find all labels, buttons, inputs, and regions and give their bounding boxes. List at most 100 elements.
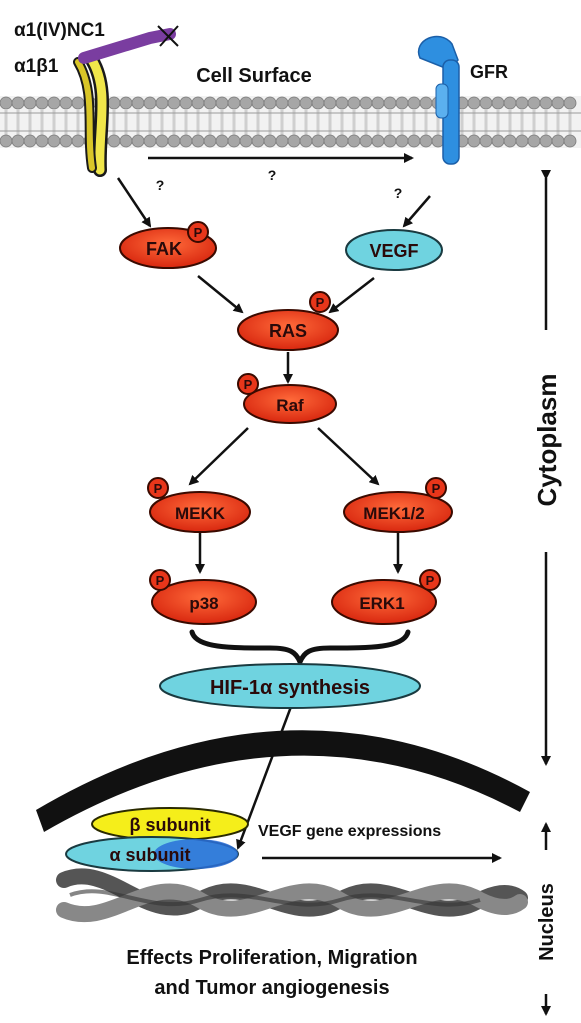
- lipid-head: [467, 96, 481, 110]
- svg-text:α subunit: α subunit: [109, 845, 190, 865]
- lipid-tail: [484, 109, 488, 135]
- node-raf: Raf P: [237, 373, 337, 424]
- lipid-head: [515, 96, 529, 110]
- lipid-head: [167, 96, 181, 110]
- lipid-head: [143, 134, 157, 148]
- phosphate-badge-icon: P: [425, 477, 447, 499]
- arrow-raf-to-mek12: [317, 427, 380, 486]
- lipid-head: [419, 96, 433, 110]
- node-p38: p38 P: [149, 569, 257, 625]
- svg-text:P: P: [244, 377, 253, 392]
- lipid-head: [527, 134, 541, 148]
- svg-text:P: P: [194, 225, 203, 240]
- lipid-head: [287, 134, 301, 148]
- lipid-tail: [460, 109, 464, 135]
- lipid-head: [359, 96, 373, 110]
- lipid-head: [71, 134, 85, 148]
- svg-text:P: P: [316, 295, 325, 310]
- lipid-head: [311, 134, 325, 148]
- lipid-head: [275, 96, 289, 110]
- svg-text:p38: p38: [189, 594, 218, 613]
- phosphate-badge-icon: P: [419, 569, 441, 591]
- lipid-tail: [472, 109, 476, 135]
- lipid-tail: [496, 109, 500, 135]
- phosphate-badge-icon: P: [187, 221, 209, 243]
- svg-text:P: P: [432, 481, 441, 496]
- lipid-tail: [268, 109, 272, 135]
- phosphate-badge-icon: P: [237, 373, 259, 395]
- lipid-tail: [508, 109, 512, 135]
- lipid-head: [299, 134, 313, 148]
- phosphate-badge-icon: P: [309, 291, 331, 313]
- lipid-head: [59, 134, 73, 148]
- svg-text:Raf: Raf: [276, 396, 304, 415]
- node-erk1: ERK1 P: [331, 569, 441, 625]
- lipid-tail: [256, 109, 260, 135]
- node-fak: FAK P: [119, 221, 217, 269]
- lipid-head: [563, 134, 577, 148]
- lipid-tail: [64, 109, 68, 135]
- lipid-head: [11, 134, 25, 148]
- lipid-tail: [388, 109, 392, 135]
- lipid-tail: [232, 109, 236, 135]
- lipid-tail: [136, 109, 140, 135]
- integrin-receptor-icon: [73, 53, 110, 177]
- phosphate-badge-icon: P: [149, 569, 171, 591]
- lipid-head: [467, 134, 481, 148]
- alpha-subunit: α subunit: [65, 836, 239, 872]
- arrow-vegf-to-ras: [328, 277, 375, 314]
- lipid-head: [527, 96, 541, 110]
- lipid-head: [119, 134, 133, 148]
- lipid-tail: [352, 109, 356, 135]
- lipid-head: [143, 96, 157, 110]
- svg-text:β subunit: β subunit: [130, 815, 211, 835]
- svg-text:P: P: [154, 481, 163, 496]
- node-ras: RAS P: [237, 291, 339, 351]
- integrin-label: α1β1: [14, 56, 59, 77]
- lipid-head: [251, 134, 265, 148]
- lipid-head: [191, 96, 205, 110]
- lipid-head: [119, 96, 133, 110]
- lipid-head: [239, 96, 253, 110]
- lipid-tail: [124, 109, 128, 135]
- lipid-head: [0, 134, 13, 148]
- lipid-tail: [364, 109, 368, 135]
- lipid-head: [407, 96, 421, 110]
- lipid-head: [383, 134, 397, 148]
- lipid-tail: [160, 109, 164, 135]
- lipid-head: [155, 134, 169, 148]
- lipid-head: [227, 96, 241, 110]
- lipid-head: [431, 134, 445, 148]
- lipid-tail: [328, 109, 332, 135]
- lipid-head: [311, 96, 325, 110]
- lipid-tail: [40, 109, 44, 135]
- phosphate-badge-icon: P: [147, 477, 169, 499]
- lipid-head: [503, 134, 517, 148]
- lipid-tail: [172, 109, 176, 135]
- arrow-integrin-to-fak: [116, 177, 152, 228]
- lipid-tail: [304, 109, 308, 135]
- lipid-head: [263, 96, 277, 110]
- lipid-head: [347, 134, 361, 148]
- beta-subunit: β subunit: [91, 807, 249, 841]
- svg-text:P: P: [156, 573, 165, 588]
- lipid-tail: [532, 109, 536, 135]
- lipid-head: [371, 96, 385, 110]
- lipid-head: [263, 134, 277, 148]
- lipid-head: [287, 96, 301, 110]
- arrow-raf-to-mekk: [188, 427, 249, 486]
- lipid-head: [131, 96, 145, 110]
- lipid-head: [491, 134, 505, 148]
- lipid-head: [215, 96, 229, 110]
- membrane-bilayer: [0, 96, 581, 148]
- lipid-head: [167, 134, 181, 148]
- lipid-head: [323, 134, 337, 148]
- svg-text:FAK: FAK: [146, 239, 182, 259]
- lipid-tail: [244, 109, 248, 135]
- svg-text:ERK1: ERK1: [359, 594, 404, 613]
- cytoplasm-label: Cytoplasm: [532, 374, 562, 507]
- lipid-head: [491, 96, 505, 110]
- node-hif: HIF-1α synthesis: [159, 663, 421, 709]
- lipid-tail: [280, 109, 284, 135]
- lipid-head: [23, 134, 37, 148]
